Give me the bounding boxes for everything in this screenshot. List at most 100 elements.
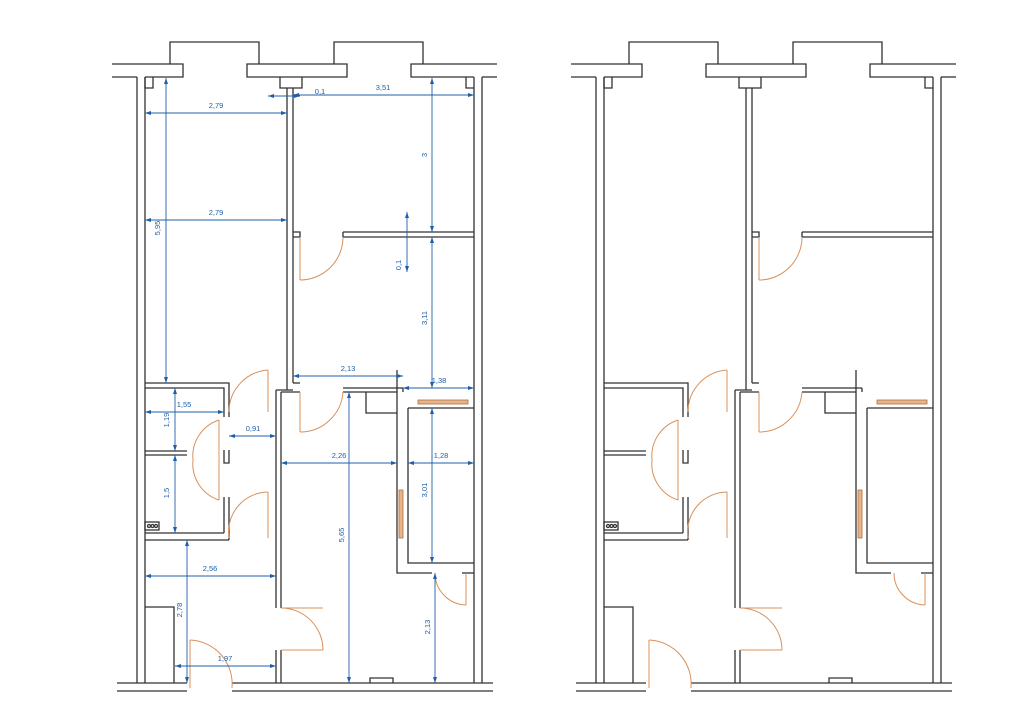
door-leaf <box>758 391 803 433</box>
wall <box>603 77 613 89</box>
wall <box>604 387 684 417</box>
dimension-label: 5,65 <box>337 528 346 543</box>
dimension-d10: 1,38 <box>403 376 474 390</box>
wall <box>410 63 497 78</box>
door-leaf <box>299 391 344 433</box>
dimension-d1: 0,1 <box>268 87 325 98</box>
dimension-d8: 3,11 <box>420 237 434 388</box>
dimension-label: 3,51 <box>376 83 391 92</box>
door <box>228 491 269 539</box>
dimension-label: 1,38 <box>432 376 447 385</box>
door-leaf <box>280 607 324 651</box>
dimension-d3: 2,79 <box>145 101 287 115</box>
dimension-label: 2,79 <box>209 208 224 217</box>
door <box>299 236 344 281</box>
wall <box>144 77 154 89</box>
wall <box>682 450 689 464</box>
wall <box>855 370 891 574</box>
wall <box>571 63 643 78</box>
dimension-d5: 5,95 <box>153 78 168 383</box>
dimension-label: 2,79 <box>209 101 224 110</box>
door-leaf <box>758 236 803 281</box>
door <box>758 391 803 433</box>
wall <box>369 677 394 683</box>
door <box>893 572 926 606</box>
dimension-label: 5,95 <box>153 221 162 236</box>
dimension-label: 0,1 <box>315 87 325 96</box>
wall <box>223 450 230 464</box>
door-leaf <box>192 419 220 461</box>
dimension-d16: 3,01 <box>420 408 434 563</box>
dimension-label: 1,28 <box>434 451 449 460</box>
door <box>687 369 728 413</box>
wall <box>333 41 424 64</box>
door <box>651 419 679 461</box>
dimension-label: 2,13 <box>341 364 356 373</box>
door-leaf <box>228 369 269 413</box>
door <box>280 607 324 651</box>
dimension-label: 2,56 <box>203 564 218 573</box>
dimension-label: 0,1 <box>394 260 403 270</box>
dimension-label: 3,01 <box>420 483 429 498</box>
door <box>192 419 220 461</box>
door-leaf <box>739 607 783 651</box>
wall <box>628 41 719 64</box>
door <box>758 236 803 281</box>
stove-icon <box>603 521 619 531</box>
wall <box>869 63 956 78</box>
wall <box>465 77 474 89</box>
wall <box>752 231 760 238</box>
burner-icon <box>153 523 159 529</box>
dimension-d22: 1,97 <box>175 654 276 668</box>
door-leaf <box>192 459 220 501</box>
dimension-d2: 3,51 <box>293 83 474 97</box>
stove-body <box>144 521 160 531</box>
door <box>228 369 269 413</box>
wall <box>365 392 397 414</box>
door <box>434 572 467 606</box>
dimension-d18: 5,65 <box>337 392 351 683</box>
stove-body <box>603 521 619 531</box>
door-leaf <box>687 491 728 539</box>
dimension-label: 2,78 <box>175 603 184 618</box>
wall <box>705 63 807 78</box>
dimension-label: 0,91 <box>246 424 261 433</box>
wall <box>738 77 762 89</box>
wall <box>396 370 432 574</box>
door <box>687 491 728 539</box>
dimension-label: 2,26 <box>332 451 347 460</box>
dimension-d4: 2,79 <box>145 208 287 222</box>
door <box>189 639 233 689</box>
dimension-label: 1,5 <box>162 488 171 498</box>
dimension-label: 1,19 <box>162 413 171 428</box>
door <box>192 459 220 501</box>
dimension-d7: 0,1 <box>394 212 409 272</box>
burner-icon <box>605 523 611 529</box>
dimension-d14: 2,26 <box>281 451 397 465</box>
burner-icon <box>612 523 618 529</box>
sliding-door <box>857 489 863 539</box>
dimension-d15: 1,28 <box>408 451 474 465</box>
door-leaf <box>893 572 926 606</box>
wall <box>866 408 933 564</box>
door-leaf <box>651 459 679 501</box>
dimension-d12: 1,19 <box>162 388 177 451</box>
door <box>648 639 692 689</box>
sliding-door <box>398 489 404 539</box>
dimension-d17: 1,5 <box>162 455 177 533</box>
wall <box>828 677 853 683</box>
door-leaf <box>299 236 344 281</box>
wall <box>145 606 175 683</box>
wall <box>407 408 474 564</box>
dimension-d6: 3 <box>420 78 434 232</box>
door <box>739 607 783 651</box>
window-sill <box>417 399 469 405</box>
dimension-d13: 0,91 <box>229 424 276 438</box>
burner-icon <box>609 523 614 529</box>
dimension-label: 3,11 <box>420 311 429 325</box>
stove-icon <box>144 521 160 531</box>
door-leaf <box>687 369 728 413</box>
door-leaf <box>189 639 233 689</box>
dimension-label: 3 <box>420 153 429 157</box>
door-leaf <box>651 419 679 461</box>
